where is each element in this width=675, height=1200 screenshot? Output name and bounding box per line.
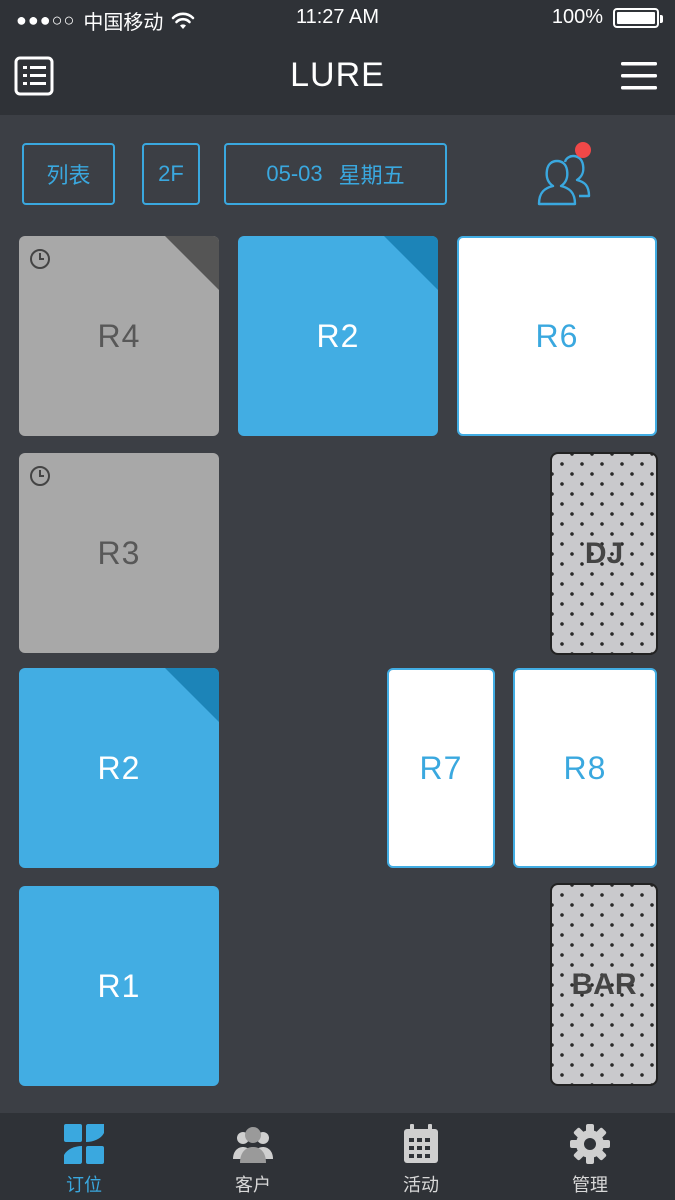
date-label: 05-03: [266, 161, 323, 186]
date-selector-button[interactable]: 05-03 星期五: [224, 143, 447, 205]
room-label: R3: [97, 534, 141, 571]
clock-icon: [30, 249, 50, 269]
signal-strength: ●●●○○: [16, 10, 76, 30]
room-tile-r1[interactable]: R1: [19, 886, 219, 1086]
room-tile-r2-bottom[interactable]: R2: [19, 668, 219, 868]
dj-zone: DJ: [550, 452, 658, 655]
battery-percent: 100%: [551, 6, 603, 28]
list-button[interactable]: 列表: [22, 143, 115, 205]
room-label: R2: [97, 749, 141, 786]
room-label: R1: [97, 967, 141, 1004]
top-bar: ●●●○○ 中国移动 11:27 AM 100% LURE: [0, 0, 675, 115]
bottom-tab-bar: 订位 客户 活动: [0, 1113, 675, 1200]
clock-icon: [30, 466, 50, 486]
bar-label: BAR: [571, 967, 637, 1001]
calendar-icon: [404, 1124, 438, 1163]
app-header: LURE: [0, 38, 675, 115]
room-label: R4: [97, 317, 141, 354]
gear-icon: [570, 1124, 610, 1164]
tab-events[interactable]: 活动: [337, 1113, 505, 1200]
users-icon: [537, 154, 591, 206]
status-left: ●●●○○ 中国移动: [16, 6, 195, 35]
wifi-icon: [172, 12, 195, 29]
corner-flag: [165, 668, 219, 722]
tab-label: 客户: [235, 1175, 271, 1195]
hamburger-menu-icon[interactable]: [621, 60, 657, 92]
corner-flag: [165, 236, 219, 290]
weekday-label: 星期五: [338, 163, 405, 188]
room-label: R2: [316, 317, 360, 354]
customers-icon: [233, 1127, 273, 1163]
waitlist-users-button[interactable]: [535, 142, 591, 208]
carrier-name: 中国移动: [83, 12, 164, 34]
tab-customers[interactable]: 客户: [169, 1113, 337, 1200]
status-time: 11:27 AM: [295, 6, 380, 28]
room-tile-r3[interactable]: R3: [19, 453, 219, 653]
status-bar: ●●●○○ 中国移动 11:27 AM 100%: [0, 0, 675, 36]
room-label: R7: [419, 749, 463, 786]
room-tile-r7[interactable]: R7: [387, 668, 495, 868]
bar-zone: BAR: [550, 883, 658, 1086]
list-view-icon[interactable]: [14, 56, 54, 96]
corner-flag: [384, 236, 438, 290]
tab-reservation[interactable]: 订位: [0, 1113, 168, 1200]
list-button-label: 列表: [46, 163, 91, 188]
tab-management[interactable]: 管理: [506, 1113, 674, 1200]
room-tile-r8[interactable]: R8: [513, 668, 657, 868]
floor-label: 2F: [158, 161, 184, 186]
tab-label: 管理: [572, 1175, 608, 1195]
battery-icon: [613, 7, 663, 28]
room-tile-r6[interactable]: R6: [457, 236, 657, 436]
room-label: R8: [563, 749, 607, 786]
floor-selector-button[interactable]: 2F: [142, 143, 200, 205]
status-right: 100%: [551, 6, 663, 29]
room-tile-r2-top[interactable]: R2: [238, 236, 438, 436]
dj-label: DJ: [584, 536, 624, 570]
page-title: LURE: [290, 56, 385, 94]
tab-label: 订位: [66, 1175, 102, 1195]
tab-label: 活动: [403, 1175, 439, 1195]
room-tile-r4[interactable]: R4: [19, 236, 219, 436]
notification-badge: [575, 142, 591, 158]
room-label: R6: [535, 317, 579, 354]
grid-icon: [64, 1124, 104, 1164]
